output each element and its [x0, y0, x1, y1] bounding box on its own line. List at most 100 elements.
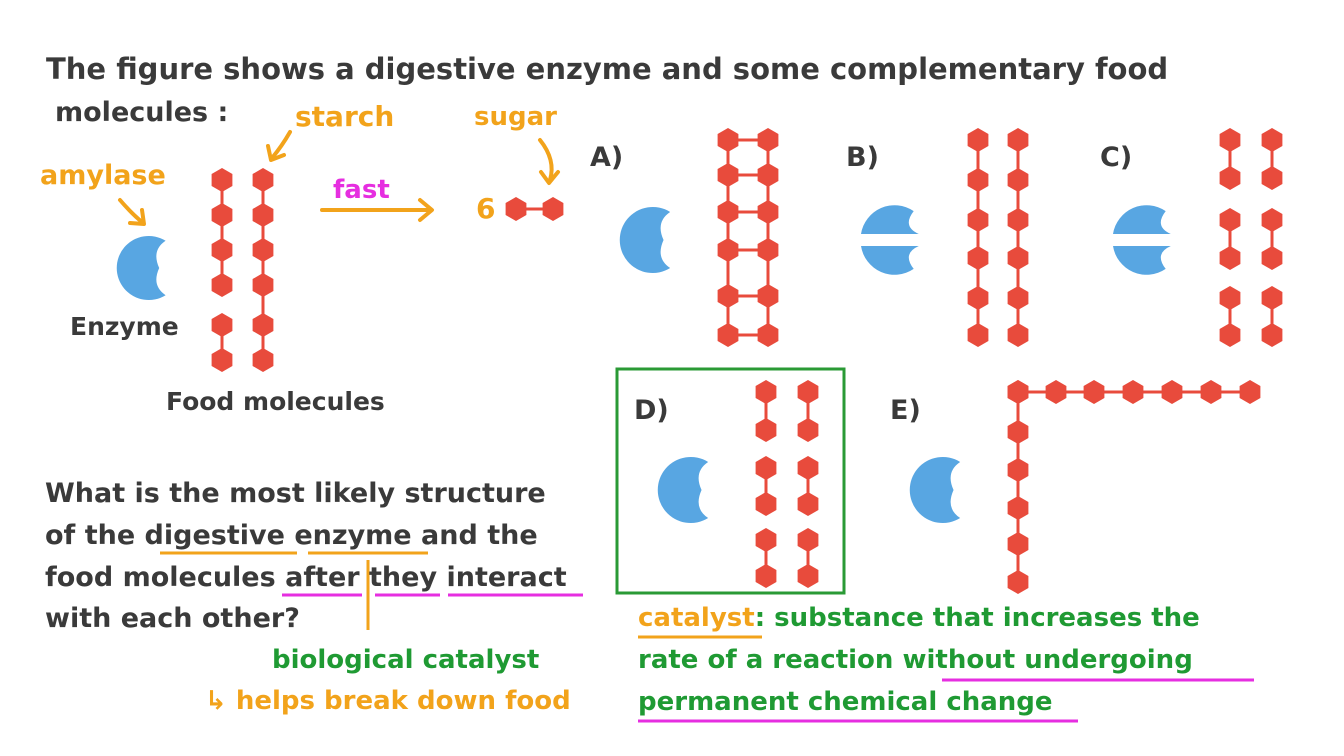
starch-chain-left-hexagon: [211, 313, 233, 337]
option-a-enzyme: [619, 207, 671, 273]
option-b-chain-right-hexagon: [1007, 286, 1029, 310]
question-space: [360, 562, 369, 593]
option-e-enzyme: [909, 457, 961, 523]
note-biological-catalyst: biological catalyst: [272, 645, 540, 675]
option-e-chain-vertical-hexagon: [1007, 532, 1029, 556]
option-d-label[interactable]: D): [634, 395, 669, 426]
option-e-label[interactable]: E): [890, 395, 921, 426]
starch-chain-left-hexagon: [211, 273, 233, 297]
return-arrow-icon: ↳: [205, 686, 227, 716]
option-c-enzyme-bottom: [1113, 246, 1171, 275]
option-e-chain-vertical-hexagon: [1007, 458, 1029, 482]
option-c-chain-right-hexagon: [1261, 166, 1283, 190]
definition-text: rate of a reaction: [638, 645, 903, 675]
starch-arrowhead-icon: [266, 144, 286, 162]
food-molecules-label: Food molecules: [166, 387, 385, 416]
option-e-chain-vertical-hexagon: [1007, 496, 1029, 520]
option-e-chain-vertical-hexagon: [1007, 570, 1029, 594]
starch-chain-left-hexagon: [211, 168, 233, 192]
option-b-chain-left-hexagon: [967, 246, 989, 270]
option-d-chain-right-hexagon: [797, 380, 819, 404]
option-c-chain-right-hexagon: [1261, 286, 1283, 310]
option-c-chain-left-hexagon: [1219, 208, 1241, 232]
option-b-chain-right-hexagon: [1007, 246, 1029, 270]
option-c-label[interactable]: C): [1100, 142, 1133, 173]
definition-without-undergoing: without undergoing: [902, 645, 1193, 675]
option-d-chain-right-hexagon: [797, 528, 819, 552]
option-c-chain-left-hexagon: [1219, 246, 1241, 270]
option-c-chain-left-hexagon: [1219, 128, 1241, 152]
question-text: food molecules: [45, 562, 286, 593]
question-word-interact: interact: [446, 562, 567, 593]
amylase-arrow-icon: [118, 198, 144, 224]
answer-d-selection-box: [615, 367, 846, 595]
term-catalyst: catalyst: [638, 603, 755, 633]
starch-chain-right-hexagon: [252, 238, 274, 262]
option-b-enzyme-top: [861, 205, 919, 234]
option-e-chain-horizontal-hexagon: [1200, 380, 1222, 404]
intro-line-1: The figure shows a digestive enzyme and …: [46, 52, 1169, 86]
option-a-label[interactable]: A): [590, 142, 624, 173]
definition-line-3: permanent chemical change: [638, 687, 1053, 717]
question-text: and the: [411, 520, 538, 551]
enzyme-shape: [116, 236, 166, 300]
question-word-after: after: [285, 562, 360, 593]
option-d-chain-right-hexagon: [797, 564, 819, 588]
question-word-digestive: digestive: [144, 520, 285, 551]
molecule-chains: [211, 128, 1283, 594]
question-line-1: What is the most likely structure: [45, 478, 546, 509]
option-c-chain-left-hexagon: [1219, 323, 1241, 347]
question-line-3: food molecules after they interact: [45, 562, 567, 593]
option-d-chain-left-hexagon: [755, 456, 777, 480]
option-b-chain-left-hexagon: [967, 168, 989, 192]
option-d-chain-left-hexagon: [755, 528, 777, 552]
definition-line-2: rate of a reaction without undergoing: [638, 645, 1193, 675]
enzyme-label: Enzyme: [70, 312, 179, 341]
option-c-chain-left-hexagon: [1219, 166, 1241, 190]
option-e-chain-horizontal-hexagon: [1083, 380, 1105, 404]
option-e-chain-horizontal-hexagon: [1045, 380, 1067, 404]
option-e-chain-horizontal-hexagon: [1122, 380, 1144, 404]
option-b-enzyme-bottom: [861, 246, 919, 275]
option-b-label[interactable]: B): [846, 142, 879, 173]
enzymes: [116, 205, 1171, 523]
question-line-4: with each other?: [45, 603, 300, 634]
note-helps-line: ↳ helps break down food: [205, 686, 571, 716]
option-c-enzyme-top: [1113, 205, 1171, 234]
starch-arrow-icon: [270, 130, 292, 160]
option-b-chain-right-hexagon: [1007, 323, 1029, 347]
question-space: [285, 520, 294, 551]
annotation-arrows: [118, 130, 1254, 723]
sugar-arrow-icon: [538, 138, 554, 182]
starch-label: starch: [295, 100, 395, 133]
starch-chain-right-hexagon: [252, 203, 274, 227]
question-line-2: of the digestive enzyme and the: [45, 520, 538, 551]
starch-chain-right-hexagon: [252, 348, 274, 372]
starch-chain-right-hexagon: [252, 168, 274, 192]
option-c-chain-right-hexagon: [1261, 128, 1283, 152]
option-c-chain-left-hexagon: [1219, 286, 1241, 310]
option-e-chain-vertical-hexagon: [1007, 420, 1029, 444]
option-d-chain-left-hexagon: [755, 492, 777, 516]
question-text: of the: [45, 520, 145, 551]
option-b-chain-right-hexagon: [1007, 128, 1029, 152]
option-d-chain-left-hexagon: [755, 380, 777, 404]
starch-chain-right-hexagon: [252, 313, 274, 337]
starch-chain-left-hexagon: [211, 203, 233, 227]
option-d-chain-right-hexagon: [797, 456, 819, 480]
fast-label: fast: [333, 175, 390, 205]
note-helps-text: helps break down food: [235, 686, 571, 716]
option-d-chain-right-hexagon: [797, 418, 819, 442]
option-c-chain-right-hexagon: [1261, 208, 1283, 232]
option-c-chain-right-hexagon: [1261, 246, 1283, 270]
intro-line-2: molecules :: [55, 97, 229, 128]
option-d-enzyme: [657, 457, 709, 523]
amylase-arrowhead-icon: [128, 208, 146, 226]
option-b-chain-left-hexagon: [967, 323, 989, 347]
question-word-enzyme: enzyme: [294, 520, 412, 551]
option-b-chain-left-hexagon: [967, 208, 989, 232]
definition-text: : substance that increases the: [754, 603, 1200, 633]
option-d-chain-left-hexagon: [755, 418, 777, 442]
question-word-they: they: [369, 562, 438, 593]
